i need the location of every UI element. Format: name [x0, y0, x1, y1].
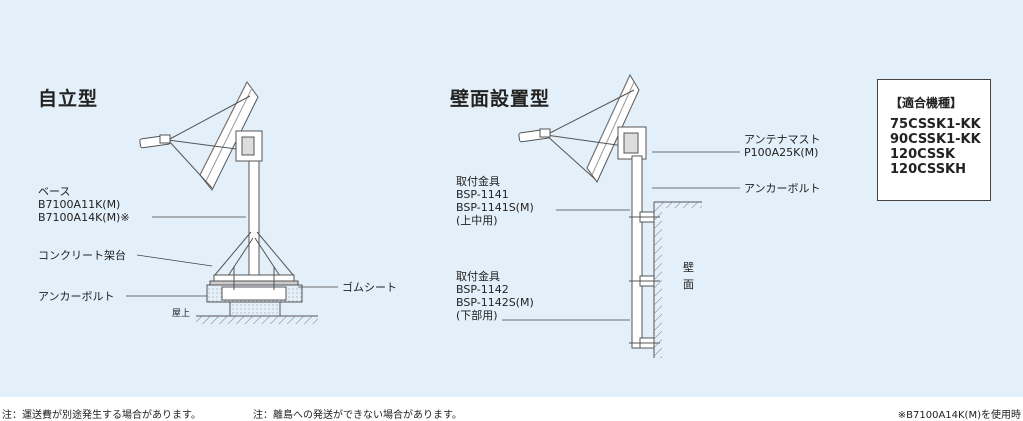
base-label-name: ベース — [38, 185, 71, 198]
compatible-models-box: 【適合機種】 75CSSK1-KK 90CSSK1-KK 120CSSK 120… — [877, 79, 991, 201]
wall-anchor-bolt-label: アンカーボルト — [744, 182, 821, 195]
wall-label: 壁 面 — [683, 259, 694, 293]
rooftop-label: 屋上 — [172, 309, 191, 319]
concrete-stand-label: コンクリート架台 — [38, 249, 126, 262]
base-label: ベース B7100A11K(M) B7100A14K(M)※ — [38, 185, 130, 224]
concrete-stand — [206, 266, 303, 317]
bracket-upper-code1: BSP-1141 — [456, 188, 509, 201]
wall-surface — [653, 201, 702, 358]
mast-label-name: アンテナマスト — [744, 133, 821, 146]
model-item: 90CSSK1-KK — [890, 132, 981, 147]
standalone-leaders — [126, 216, 338, 297]
wall-mast — [629, 155, 660, 349]
footnote-shipping-cost: 注：運送費が別途発生する場合があります。 — [2, 410, 201, 421]
heading-wall-mount: 壁面設置型 — [450, 88, 551, 110]
base-label-code1: B7100A11K(M) — [38, 198, 121, 211]
models-title: 【適合機種】 — [890, 96, 963, 110]
bracket-lower-label: 取付金具 BSP-1142 BSP-1142S(M) (下部用) — [456, 270, 534, 322]
rooftop-ground — [196, 315, 318, 324]
standalone-anchor-bolt-label: アンカーボルト — [38, 290, 115, 303]
standalone-mast — [213, 160, 295, 277]
footnote-islands: 注：離島への発送ができない場合があります。 — [253, 410, 462, 421]
mast-label-code: P100A25K(M) — [744, 146, 819, 159]
bracket-upper-use: (上中用) — [456, 214, 498, 227]
bracket-lower-code1: BSP-1142 — [456, 283, 509, 296]
bracket-lower-use: (下部用) — [456, 309, 498, 322]
wall-label-char1: 壁 — [683, 261, 694, 274]
base-label-code2: B7100A14K(M)※ — [38, 211, 130, 224]
model-item: 75CSSK1-KK — [890, 117, 981, 132]
bracket-lower-name: 取付金具 — [456, 270, 500, 283]
wall-dish — [518, 73, 647, 183]
footnote-b7100a14k: ※B7100A14K(M)を使用時 — [897, 410, 1021, 421]
model-item: 120CSSK — [890, 147, 956, 162]
diagram-panel — [0, 0, 1023, 397]
rubber-sheet-label: ゴムシート — [342, 281, 397, 294]
mast-label: アンテナマスト P100A25K(M) — [744, 133, 821, 159]
standalone-dish — [139, 81, 263, 191]
bracket-upper-label: 取付金具 BSP-1141 BSP-1141S(M) (上中用) — [456, 175, 534, 227]
model-item: 120CSSKH — [890, 162, 967, 177]
bracket-lower-code2: BSP-1142S(M) — [456, 296, 534, 309]
wall-label-char2: 面 — [683, 278, 694, 291]
bracket-upper-name: 取付金具 — [456, 175, 500, 188]
heading-standalone: 自立型 — [38, 88, 99, 110]
wall-leaders — [502, 151, 740, 321]
bracket-upper-code2: BSP-1141S(M) — [456, 201, 534, 214]
